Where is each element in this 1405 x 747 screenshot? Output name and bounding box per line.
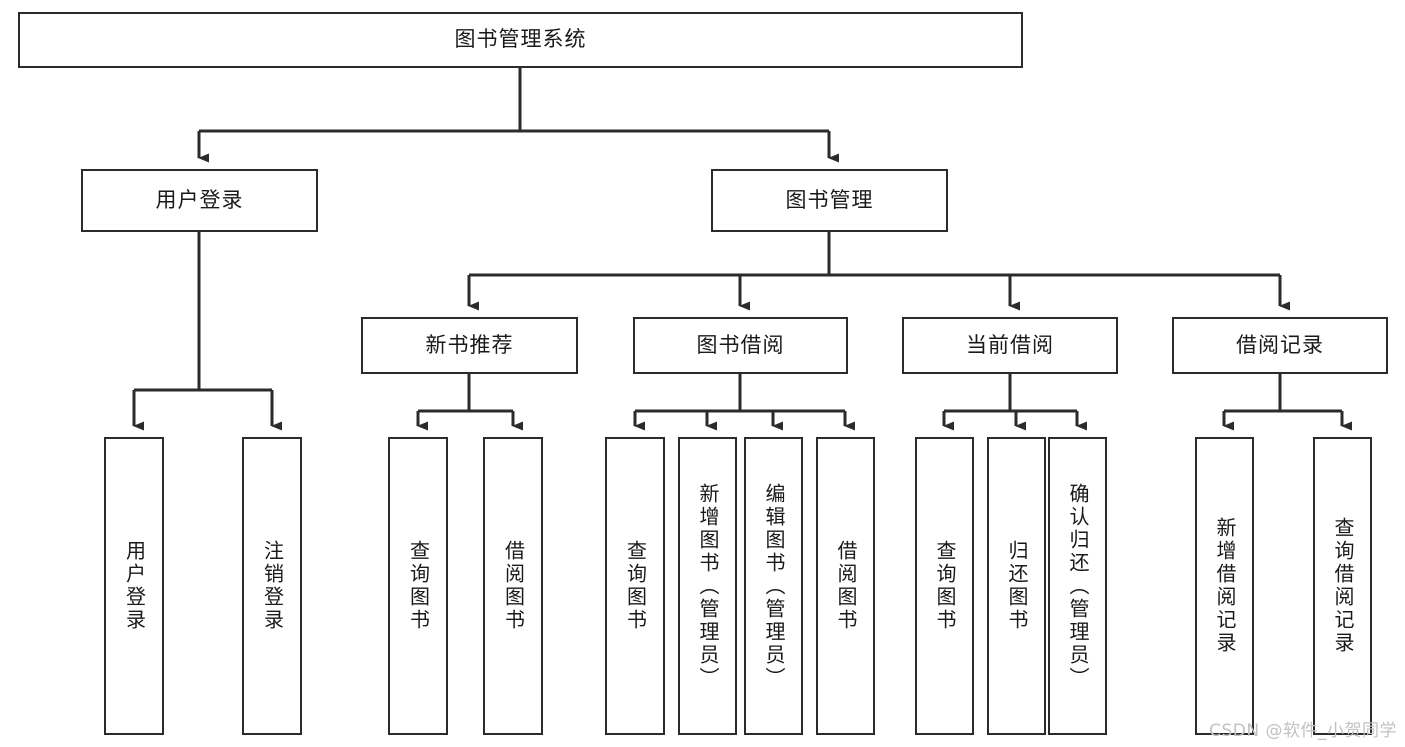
level2-node-1[interactable]: 用户登录 bbox=[81, 169, 318, 232]
node-label: 注销登录 bbox=[260, 540, 285, 632]
leaf-node-12[interactable]: 新增借阅记录 bbox=[1195, 437, 1254, 735]
level3-node-3[interactable]: 当前借阅 bbox=[902, 317, 1118, 374]
node-label: 查询图书 bbox=[933, 540, 957, 632]
level3-node-2[interactable]: 图书借阅 bbox=[633, 317, 848, 374]
level2-node-2[interactable]: 图书管理 bbox=[711, 169, 948, 232]
node-label: 图书管理系统 bbox=[454, 27, 587, 52]
leaf-node-9[interactable]: 查询图书 bbox=[915, 437, 974, 735]
node-label: 查询图书 bbox=[406, 540, 431, 632]
node-label: 借阅图书 bbox=[501, 540, 526, 632]
leaf-node-7[interactable]: 编辑图书（管理员） bbox=[744, 437, 803, 735]
node-label: 用户登录 bbox=[122, 540, 147, 632]
node-label: 查询图书 bbox=[623, 540, 648, 632]
node-label: 编辑图书（管理员） bbox=[762, 482, 786, 690]
leaf-node-11[interactable]: 确认归还（管理员） bbox=[1048, 437, 1107, 735]
leaf-node-1[interactable]: 用户登录 bbox=[104, 437, 164, 735]
node-label: 借阅图书 bbox=[834, 540, 858, 632]
leaf-node-3[interactable]: 查询图书 bbox=[388, 437, 448, 735]
node-label: 当前借阅 bbox=[966, 332, 1054, 357]
level3-node-1[interactable]: 新书推荐 bbox=[361, 317, 578, 374]
root-node-book-management-system[interactable]: 图书管理系统 bbox=[18, 12, 1023, 68]
leaf-node-10[interactable]: 归还图书 bbox=[987, 437, 1046, 735]
leaf-node-6[interactable]: 新增图书（管理员） bbox=[678, 437, 737, 735]
node-label: 用户登录 bbox=[155, 187, 244, 212]
leaf-node-4[interactable]: 借阅图书 bbox=[483, 437, 543, 735]
node-label: 归还图书 bbox=[1005, 540, 1029, 632]
node-label: 借阅记录 bbox=[1236, 332, 1324, 357]
leaf-node-2[interactable]: 注销登录 bbox=[242, 437, 302, 735]
level3-node-4[interactable]: 借阅记录 bbox=[1172, 317, 1388, 374]
node-label: 新书推荐 bbox=[425, 332, 514, 357]
node-label: 确认归还（管理员） bbox=[1066, 482, 1090, 690]
leaf-node-8[interactable]: 借阅图书 bbox=[816, 437, 875, 735]
node-label: 新增借阅记录 bbox=[1213, 517, 1237, 655]
leaf-node-13[interactable]: 查询借阅记录 bbox=[1313, 437, 1372, 735]
node-label: 图书借阅 bbox=[696, 332, 785, 357]
node-label: 图书管理 bbox=[785, 187, 874, 212]
leaf-node-5[interactable]: 查询图书 bbox=[605, 437, 665, 735]
node-label: 新增图书（管理员） bbox=[696, 482, 720, 690]
node-label: 查询借阅记录 bbox=[1331, 517, 1355, 655]
